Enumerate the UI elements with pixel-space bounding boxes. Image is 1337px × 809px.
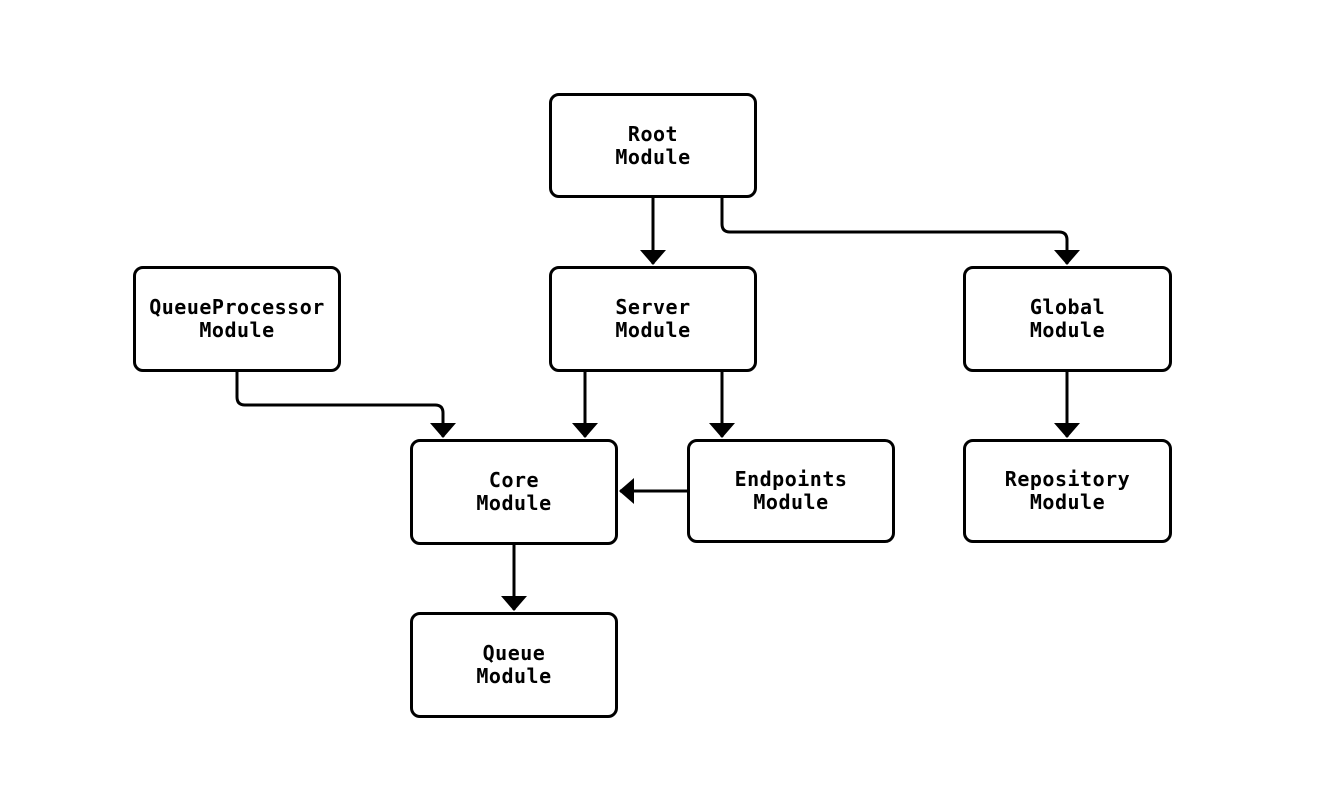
edges-group: [235, 198, 1080, 611]
node-core-module: Core Module: [410, 439, 618, 545]
node-repository-module: Repository Module: [963, 439, 1172, 543]
node-label: Core Module: [476, 468, 552, 515]
node-label: Queue Module: [476, 641, 552, 688]
node-server-module: Server Module: [549, 266, 757, 372]
node-label: Repository Module: [1004, 467, 1131, 514]
node-global-module: Global Module: [963, 266, 1172, 372]
node-label: Endpoints Module: [734, 467, 848, 514]
node-root-module: Root Module: [549, 93, 757, 198]
node-queue-module: Queue Module: [410, 612, 618, 718]
node-label: Global Module: [1029, 295, 1106, 342]
node-queueProcessor-module: QueueProcessor Module: [133, 266, 341, 372]
node-label: Root Module: [615, 121, 691, 169]
node-label: QueueProcessor Module: [149, 295, 325, 342]
edge-root-global: [720, 198, 1080, 265]
edge-queueProcessor-core: [235, 372, 456, 438]
node-label: Server Module: [615, 295, 691, 342]
node-endpoints-module: Endpoints Module: [687, 439, 895, 543]
